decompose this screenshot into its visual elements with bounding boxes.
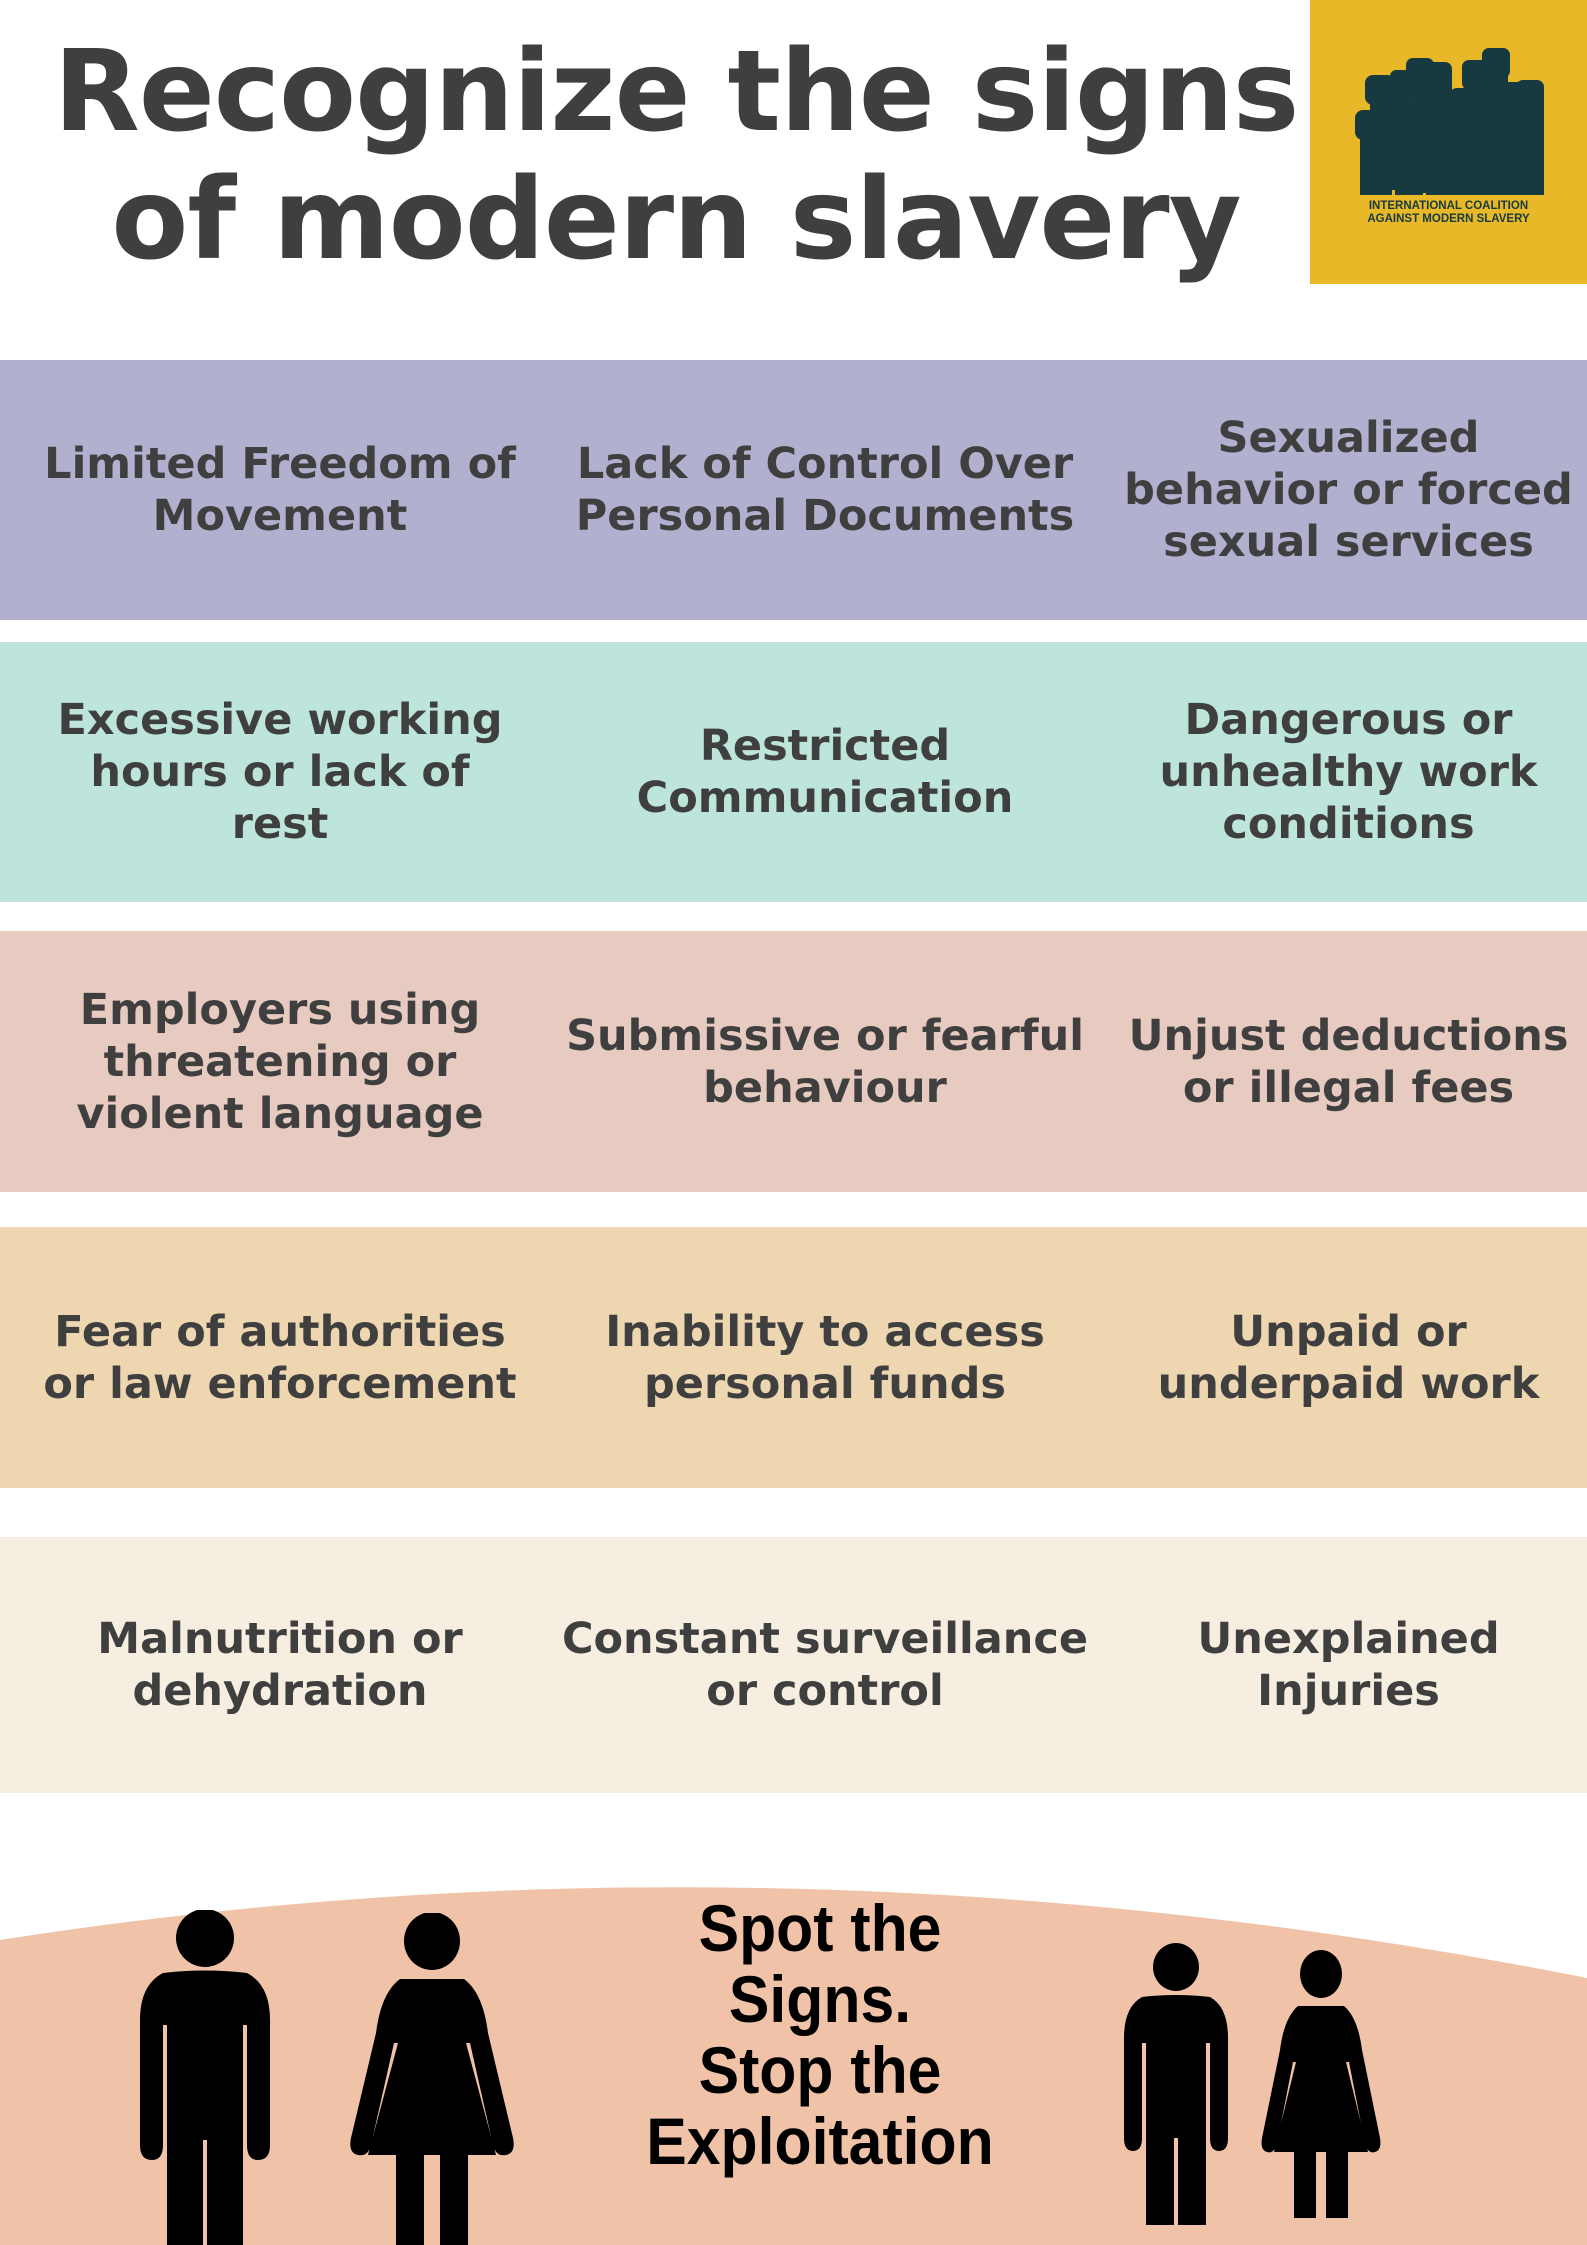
sign-cell: Submissive or fearful behaviour — [566, 1010, 1084, 1113]
sign-cell: Excessive working hours or lack of rest — [57, 695, 503, 849]
sign-cell: Malnutrition or dehydration — [97, 1614, 463, 1716]
sign-cell: Unexplained Injuries — [1197, 1614, 1500, 1716]
coalition-logo: INTERNATIONAL COALITION AGAINST MODERN S… — [1310, 0, 1587, 284]
sign-cell: Unpaid or underpaid work — [1157, 1306, 1540, 1409]
logo-line-1: INTERNATIONAL COALITION — [1368, 200, 1529, 212]
signs-row-4: Fear of authorities or law enforcement I… — [0, 1227, 1587, 1488]
sign-cell: Unjust deductions or illegal fees — [1128, 1010, 1569, 1113]
woman-icon — [350, 1913, 514, 2245]
man-icon — [140, 1910, 270, 2245]
signs-row-2: Excessive working hours or lack of rest … — [0, 642, 1587, 902]
sign-cell: Employers using threatening or violent l… — [76, 984, 484, 1139]
slogan-line-4: Exploitation — [646, 2104, 994, 2178]
man-icon — [1124, 1943, 1228, 2225]
title-line-1: Recognize the signs — [53, 27, 1300, 157]
woman-icon — [1261, 1950, 1381, 2218]
logo-text: INTERNATIONAL COALITION AGAINST MODERN S… — [1310, 200, 1587, 226]
sign-cell: Inability to access personal funds — [605, 1306, 1045, 1409]
signs-row-3: Employers using threatening or violent l… — [0, 931, 1587, 1192]
sign-cell: Fear of authorities or law enforcement — [43, 1306, 517, 1409]
sign-cell: Dangerous or unhealthy work conditions — [1159, 695, 1538, 849]
slogan-line-2: Signs. — [728, 1962, 912, 2036]
logo-line-2: AGAINST MODERN SLAVERY — [1367, 213, 1530, 225]
slogan: Spot the Signs. Stop the Exploitation — [581, 1893, 1059, 2177]
signs-row-5: Malnutrition or dehydration Constant sur… — [0, 1537, 1587, 1793]
sign-cell: Constant surveillance or control — [561, 1614, 1089, 1716]
page-title: Recognize the signs of modern slavery — [0, 28, 1352, 284]
title-line-2: of modern slavery — [111, 155, 1241, 285]
sign-cell: Limited Freedom of Movement — [44, 439, 516, 541]
slogan-line-3: Stop the — [698, 2033, 942, 2107]
slogan-line-1: Spot the — [698, 1891, 942, 1965]
raised-fists-icon — [1355, 48, 1544, 195]
signs-row-1: Limited Freedom of Movement Lack of Cont… — [0, 360, 1587, 620]
sign-cell: Restricted Communication — [636, 721, 1014, 823]
sign-cell: Sexualized behavior or forced sexual ser… — [1124, 413, 1573, 567]
sign-cell: Lack of Control Over Personal Documents — [575, 439, 1075, 541]
